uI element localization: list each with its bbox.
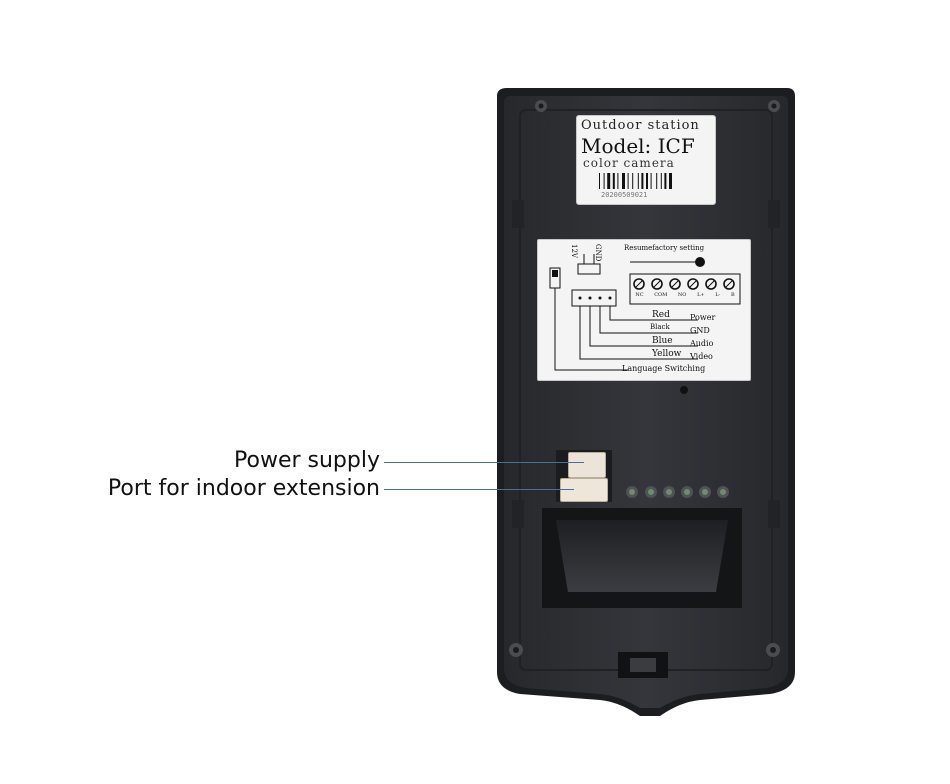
barcode	[599, 173, 672, 189]
terminal-screw-icon	[651, 278, 663, 290]
terminal-label: COM	[654, 292, 668, 298]
language-switching-label: Language Switching	[622, 364, 706, 373]
wire-color-label: Yellow	[652, 349, 682, 359]
wire-color-label: Blue	[652, 336, 673, 346]
terminal-screw-icon	[669, 278, 681, 290]
model-label-line1: Outdoor station	[581, 118, 700, 133]
terminal-screw-icon	[723, 278, 735, 290]
model-label-line3: color camera	[583, 156, 675, 170]
wire-color-label: Black	[650, 323, 670, 331]
indoor-extension-connector	[560, 478, 608, 502]
terminal-label: L-	[715, 292, 721, 298]
terminal-label: NO	[677, 292, 687, 298]
terminal-label: NC	[635, 292, 644, 298]
power-supply-connector	[568, 452, 606, 478]
wire-function-label: GND	[690, 326, 710, 335]
model-label-line2: Model: ICF	[581, 134, 695, 158]
power-supply-leader-line	[384, 462, 584, 463]
terminal-labels: NC COM NO L+ L- B	[630, 292, 740, 302]
indoor-extension-callout: Port for indoor extension	[107, 476, 380, 501]
terminal-screw-icon	[633, 278, 645, 290]
wire-color-label: Red	[652, 310, 670, 320]
model-serial: 20200509021	[601, 191, 648, 199]
wiring-label: 12V GND Resumefactory setting NC COM NO L+ L…	[537, 239, 751, 381]
terminal-screws	[626, 486, 729, 498]
terminal-label: L+	[697, 292, 705, 298]
reset-label: Resumefactory setting	[624, 244, 705, 252]
wiring-diagram	[549, 254, 741, 371]
terminal-label: B	[730, 292, 735, 298]
terminal-screw-icon	[687, 278, 699, 290]
wire-function-label: Power	[690, 313, 716, 322]
power-supply-callout: Power supply	[234, 448, 380, 473]
indoor-extension-leader-line	[384, 489, 574, 490]
wire-function-label: Audio	[690, 339, 714, 348]
pin-12v-label: 12V	[570, 244, 578, 258]
model-label: Outdoor station Model: ICF color camera …	[576, 115, 716, 205]
terminal-screw-icon	[705, 278, 717, 290]
wire-function-label: Video	[690, 352, 713, 361]
pin-gnd-label: GND	[594, 244, 602, 262]
